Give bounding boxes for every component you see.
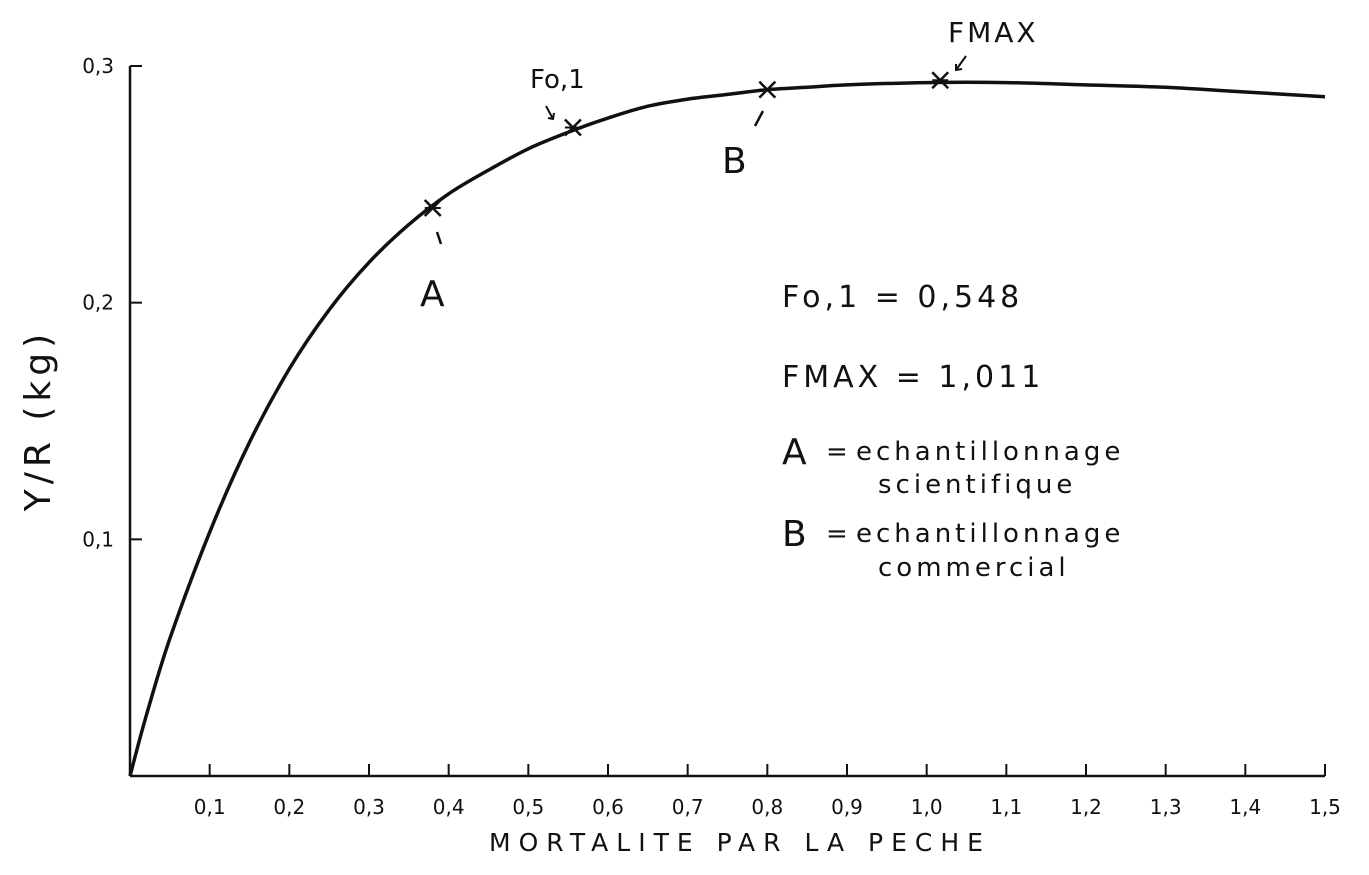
legend-a-line1: echantillonnage — [856, 437, 1124, 467]
x-tick-label: 1,5 — [1309, 795, 1341, 819]
x-tick-label: 0,2 — [273, 795, 305, 819]
x-axis-title: MORTALITE PAR LA PECHE — [489, 828, 991, 857]
legend-b-key: B — [782, 514, 807, 555]
point-marker — [423, 199, 442, 217]
fmax-value: FMAX = 1,011 — [782, 360, 1044, 395]
f01-value: Fo,1 = 0,548 — [782, 280, 1023, 315]
x-tick-label: 1,1 — [990, 795, 1022, 819]
legend: Fo,1 = 0,548 FMAX = 1,011 A = echantillo… — [782, 280, 1124, 583]
y-ticks: 0,1 0,2 0,3 — [82, 54, 142, 551]
axes — [128, 66, 1325, 778]
x-tick-label: 0,7 — [672, 795, 704, 819]
x-tick-label: 0,1 — [194, 795, 226, 819]
x-tick-label: 1,0 — [911, 795, 943, 819]
yield-curve — [128, 80, 1326, 777]
x-tick-label: 0,4 — [433, 795, 465, 819]
x-tick-label: 1,2 — [1070, 795, 1102, 819]
y-tick-label: 0,1 — [82, 527, 114, 551]
y-axis-title: Y/R (kg) — [18, 329, 59, 512]
f01-arrow — [545, 105, 555, 121]
x-tick-label: 0,9 — [831, 795, 863, 819]
fmax-arrow — [955, 55, 967, 72]
point-b-arrow — [753, 110, 765, 127]
x-tick-label: 0,6 — [592, 795, 624, 819]
point-a-arrow — [435, 231, 443, 245]
x-tick-label: 1,3 — [1150, 795, 1182, 819]
fmax-label: FMAX — [948, 16, 1039, 49]
legend-b-line1: echantillonnage — [856, 519, 1124, 549]
legend-a-key: A — [782, 432, 807, 473]
x-tick-label: 0,5 — [512, 795, 544, 819]
point-markers — [423, 71, 950, 217]
point-marker — [931, 71, 950, 90]
point-marker — [564, 118, 582, 137]
y-tick-label: 0,3 — [82, 54, 114, 78]
legend-a-equals: = — [826, 437, 852, 467]
legend-b-equals: = — [826, 519, 852, 549]
point-b-label: B — [722, 141, 747, 182]
x-ticks: 0,1 0,2 0,3 0,4 0,5 0,6 0,7 0,8 0,9 1,0 1,1 1,2 1,3 1… — [194, 764, 1341, 819]
y-tick-label: 0,2 — [82, 291, 114, 315]
legend-a-line2: scientifique — [878, 470, 1076, 500]
legend-b-line2: commercial — [878, 553, 1070, 583]
x-tick-label: 0,3 — [353, 795, 385, 819]
x-tick-label: 1,4 — [1229, 795, 1261, 819]
x-tick-label: 0,8 — [751, 795, 783, 819]
f01-label: Fo,1 — [530, 65, 585, 95]
point-marker — [758, 80, 777, 99]
point-a-label: A — [420, 274, 445, 315]
